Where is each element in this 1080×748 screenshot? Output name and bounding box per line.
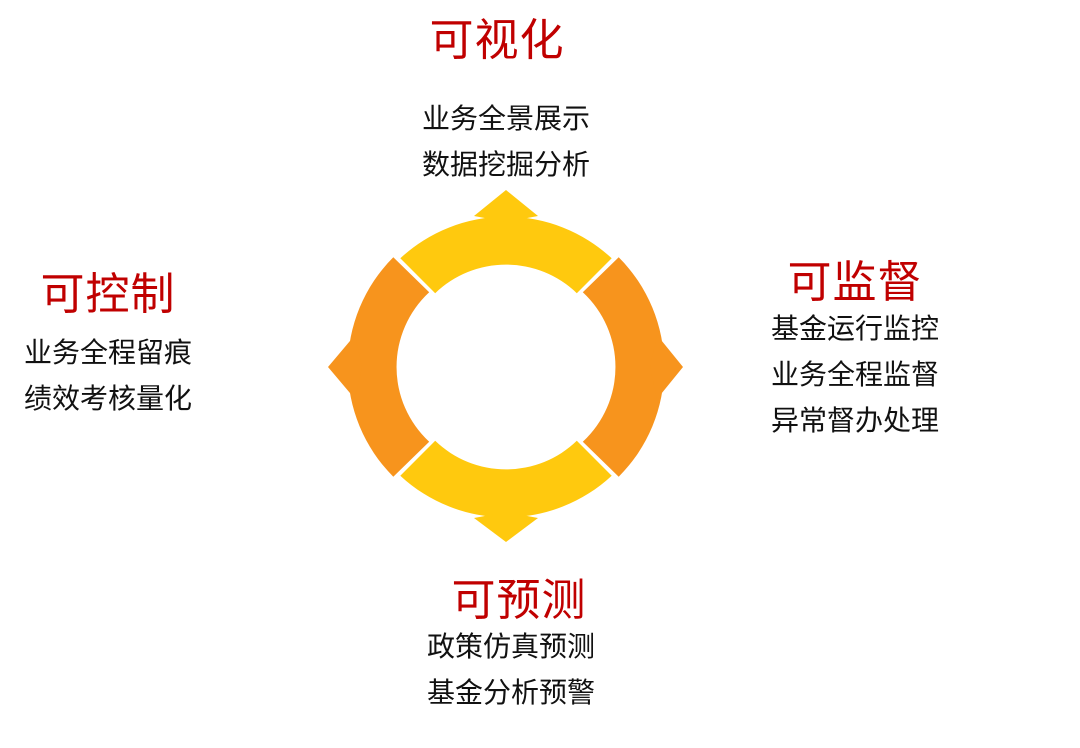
item-text: 绩效考核量化 (23, 382, 192, 415)
segment-right (582, 257, 683, 477)
item-text: 基金运行监控 (770, 312, 939, 345)
segment-left (328, 257, 430, 477)
title-controllable: 可控制 (40, 269, 176, 320)
item-text: 政策仿真预测 (426, 630, 595, 663)
item-text: 业务全景展示 (421, 102, 590, 135)
title-predictable: 可预测 (451, 575, 587, 626)
item-text: 业务全程监督 (770, 358, 939, 391)
label-group-visualization: 可视化 业务全景展示 数据挖掘分析 (396, 16, 616, 188)
label-group-controllable: 可控制 业务全程留痕 绩效考核量化 (8, 270, 208, 422)
segment-top (400, 190, 612, 294)
item-text: 基金分析预警 (426, 676, 595, 709)
label-group-supervisable: 可监督 基金运行监控 业务全程监督 异常督办处理 (752, 258, 958, 444)
item-text: 异常督办处理 (770, 404, 939, 437)
item-text: 数据挖掘分析 (421, 148, 590, 181)
title-supervisable: 可监督 (787, 257, 923, 308)
segment-bottom (400, 440, 612, 542)
item-text: 业务全程留痕 (23, 336, 192, 369)
title-visualization: 可视化 (429, 15, 565, 66)
label-group-predictable: 可预测 政策仿真预测 基金分析预警 (408, 576, 614, 716)
